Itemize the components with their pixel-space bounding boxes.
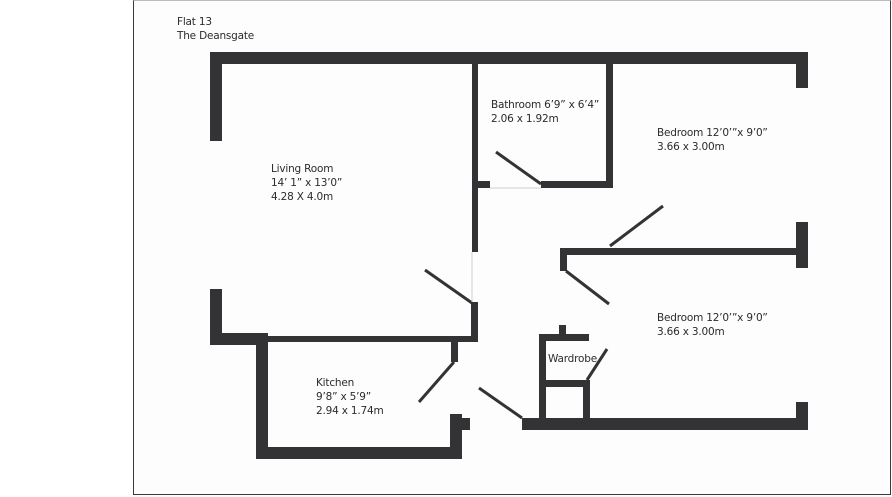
room-metric: 2.94 x 1.74m (316, 405, 384, 417)
door-bedroom-1 (609, 204, 664, 248)
wall-living-right (472, 52, 478, 252)
room-metric: 3.66 x 3.00m (657, 326, 725, 338)
room-label-bedroom-2: Bedroom 12’0’”x 9’0” 3.66 x 3.00m (657, 311, 768, 339)
wardrobe-left (539, 334, 546, 424)
room-label-wardrobe: Wardrobe (548, 352, 597, 366)
room-label-living-room: Living Room 14’ 1” x 13’0” 4.28 X 4.0m (271, 162, 342, 204)
door-living-room (424, 268, 473, 305)
room-name: Bedroom 12’0’”x 9’0” (657, 127, 768, 139)
wall-top (210, 52, 808, 64)
flat-number: Flat 13 (177, 16, 212, 28)
wall-right-bottom (796, 402, 808, 430)
room-name: Bedroom 12’0’”x 9’0” (657, 312, 768, 324)
room-imperial: 14’ 1” x 13’0” (271, 177, 343, 189)
room-imperial: 9’8” x 5’9” (316, 391, 371, 403)
room-metric: 4.28 X 4.0m (271, 191, 333, 203)
wall-living-kitchen (256, 336, 478, 342)
wall-divider-jamb (560, 248, 567, 271)
wall-right-middle (796, 222, 808, 268)
wardrobe-top (539, 334, 589, 341)
door-hallway (478, 386, 523, 420)
wall-kitchen-left (256, 336, 268, 459)
building-name: The Deansgate (177, 30, 255, 42)
room-metric: 2.06 x 1.92m (491, 113, 559, 125)
room-name: Bathroom 6’9” x 6’4” (491, 99, 600, 111)
wall-kitchen-bottom (256, 447, 462, 459)
room-metric: 3.66 x 3.00m (657, 141, 725, 153)
wall-kitchen-door-jamb (451, 336, 458, 362)
wall-bedroom-divider (560, 248, 808, 255)
wall-right-top (796, 52, 808, 88)
property-title: Flat 13 The Deansgate (177, 15, 254, 43)
door-wardrobe (585, 348, 609, 381)
walls (210, 52, 808, 459)
wall-living-right-lower (471, 302, 478, 342)
wardrobe-right (583, 380, 590, 424)
door-bathroom (495, 150, 542, 186)
wall-left-upper (210, 52, 222, 141)
wall-living-bottom-left (210, 333, 268, 345)
door-kitchen (417, 361, 456, 403)
wall-kitchen-right-nib (450, 418, 470, 430)
openings (471, 187, 541, 302)
room-name: Wardrobe (548, 353, 597, 365)
wall-bathroom-right (606, 52, 613, 188)
room-name: Living Room (271, 163, 334, 175)
wardrobe-shelf (539, 380, 589, 387)
room-label-bedroom-1: Bedroom 12’0’”x 9’0” 3.66 x 3.00m (657, 126, 768, 154)
doors (417, 150, 664, 420)
wall-left-lower (210, 289, 222, 345)
wall-bottom-bedroom (522, 418, 808, 430)
room-label-kitchen: Kitchen 9’8” x 5’9” 2.94 x 1.74m (316, 376, 384, 418)
wardrobe-top-nib (559, 325, 566, 337)
room-name: Kitchen (316, 377, 355, 389)
wall-bathroom-stub (472, 181, 490, 188)
wall-bathroom-bottom (541, 181, 613, 188)
door-bedroom-2 (565, 269, 610, 306)
room-label-bathroom: Bathroom 6’9” x 6’4” 2.06 x 1.92m (491, 98, 599, 126)
